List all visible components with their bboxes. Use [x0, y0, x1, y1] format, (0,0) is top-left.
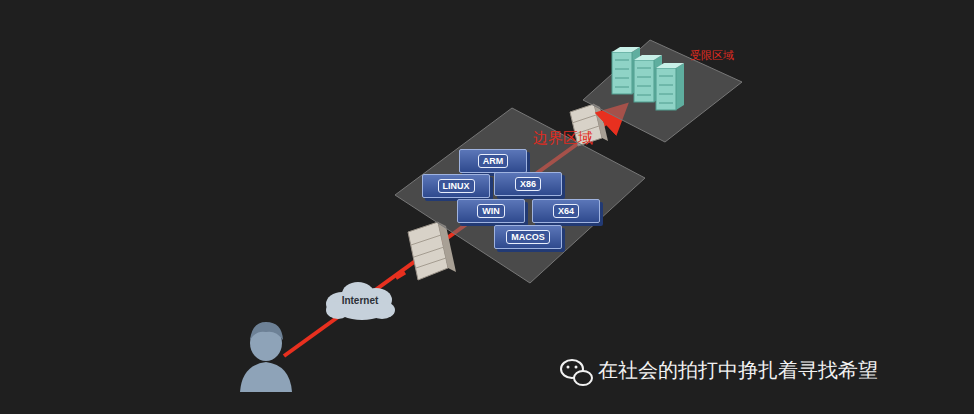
- rack-slot: [659, 94, 673, 95]
- rack-slot: [637, 68, 651, 69]
- rack-slot: [637, 77, 651, 78]
- firewall-icon: [408, 222, 456, 280]
- server-label: MACOS: [506, 230, 550, 244]
- watermark-text: 在社会的拍打中挣扎着寻找希望: [598, 357, 878, 384]
- platform-shape: [405, 115, 645, 283]
- user-icon: [240, 322, 292, 392]
- server-box: LINUX: [422, 174, 490, 198]
- wechat-icon: [561, 360, 592, 385]
- rack-slot: [659, 76, 673, 77]
- server-box: X86: [494, 172, 562, 196]
- platform-face: [583, 40, 742, 142]
- rack-front: [612, 52, 632, 94]
- server-box: WIN: [457, 199, 525, 223]
- zone-platform: 边界区域 ARMLINUX X86WIN X64MACOS: [405, 115, 645, 283]
- rack-slot: [637, 95, 651, 96]
- cloud-label: Internet: [322, 295, 398, 306]
- rack-front: [634, 60, 654, 102]
- server-label: LINUX: [438, 179, 475, 193]
- rack-front: [656, 68, 676, 110]
- rack-side: [676, 63, 684, 110]
- server-label: WIN: [477, 204, 505, 218]
- rack-slot: [659, 85, 673, 86]
- attack-connector: [396, 272, 405, 278]
- platform-face: [395, 108, 645, 283]
- server-box: MACOS: [494, 225, 562, 249]
- server-rack: [656, 63, 684, 110]
- server-box: ARM: [459, 149, 527, 173]
- rack-slot: [659, 103, 673, 104]
- rack-slot: [615, 78, 629, 79]
- rack-slot: [615, 69, 629, 70]
- server-box: X64: [532, 199, 600, 223]
- server-label: X86: [515, 177, 541, 191]
- rack-slot: [637, 86, 651, 87]
- rack-slot: [615, 87, 629, 88]
- platform-shape: [590, 30, 740, 108]
- internet-cloud: Internet: [322, 278, 398, 322]
- rack-top: [656, 63, 684, 68]
- rack-slot: [615, 60, 629, 61]
- rack-top: [634, 55, 662, 60]
- zone-label: 边界区域: [533, 129, 593, 148]
- server-label: X64: [553, 204, 579, 218]
- server-label: ARM: [478, 154, 509, 168]
- rack-top: [612, 47, 640, 52]
- zone-platform: 受限区域: [590, 30, 740, 108]
- zone-label: 受限区域: [690, 48, 734, 63]
